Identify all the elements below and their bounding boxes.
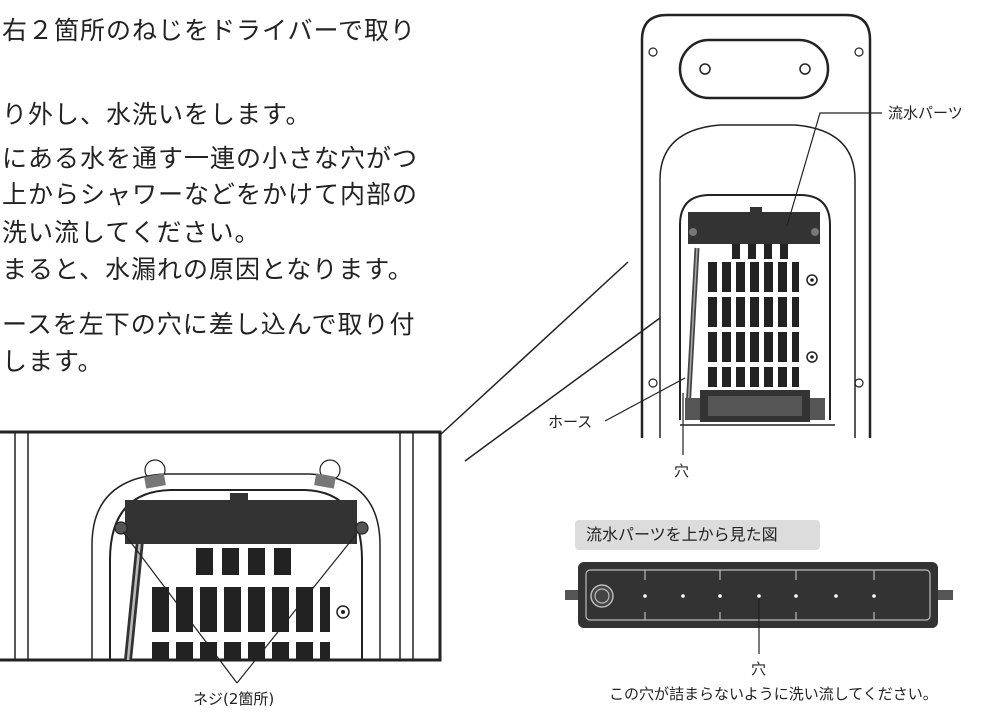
leader-water-part xyxy=(786,112,882,227)
screw-icon xyxy=(114,521,128,535)
instruction-line-7: ースを左下の穴に差し込んで取り付 xyxy=(2,310,416,339)
label-hole-top: 穴 xyxy=(674,462,690,480)
instruction-line-5: 洗い流してください。 xyxy=(2,218,261,247)
zoom-view xyxy=(0,430,442,662)
top-view-caption: 流水パーツを上から見た図 xyxy=(586,525,778,544)
instruction-line-1: 右２箇所のねじをドライバーで取り xyxy=(2,16,417,45)
instruction-line-2: り外し、水洗いをします。 xyxy=(2,100,312,129)
leader-hose xyxy=(604,377,686,422)
label-hole-bottom: 穴 xyxy=(751,660,767,678)
screw-icon xyxy=(806,351,818,363)
screw-icon xyxy=(336,605,350,619)
water-part-top xyxy=(688,212,820,244)
unit-back-view xyxy=(640,13,872,438)
label-hose: ホース xyxy=(548,413,593,431)
top-view-caption-box xyxy=(575,520,820,550)
screw-icon xyxy=(806,274,818,286)
instruction-line-4: 上からシャワーなどをかけて内部の xyxy=(2,180,419,209)
water-part-zoom xyxy=(125,500,357,544)
instruction-line-6: まると、水漏れの原因となります。 xyxy=(2,255,414,284)
screw-icon xyxy=(355,521,369,535)
label-water-part: 流水パーツ xyxy=(888,104,963,122)
grille-top-right xyxy=(708,243,799,387)
note-text: この穴が詰まらないように洗い流してください。 xyxy=(609,685,938,703)
instruction-line-3: にある水を通す一連の小さな穴がつ xyxy=(2,144,419,173)
label-screws: ネジ(2箇所) xyxy=(193,690,275,708)
instruction-line-8: します。 xyxy=(2,347,104,376)
water-part-top-view xyxy=(565,562,953,628)
grille-zoom xyxy=(152,548,330,660)
